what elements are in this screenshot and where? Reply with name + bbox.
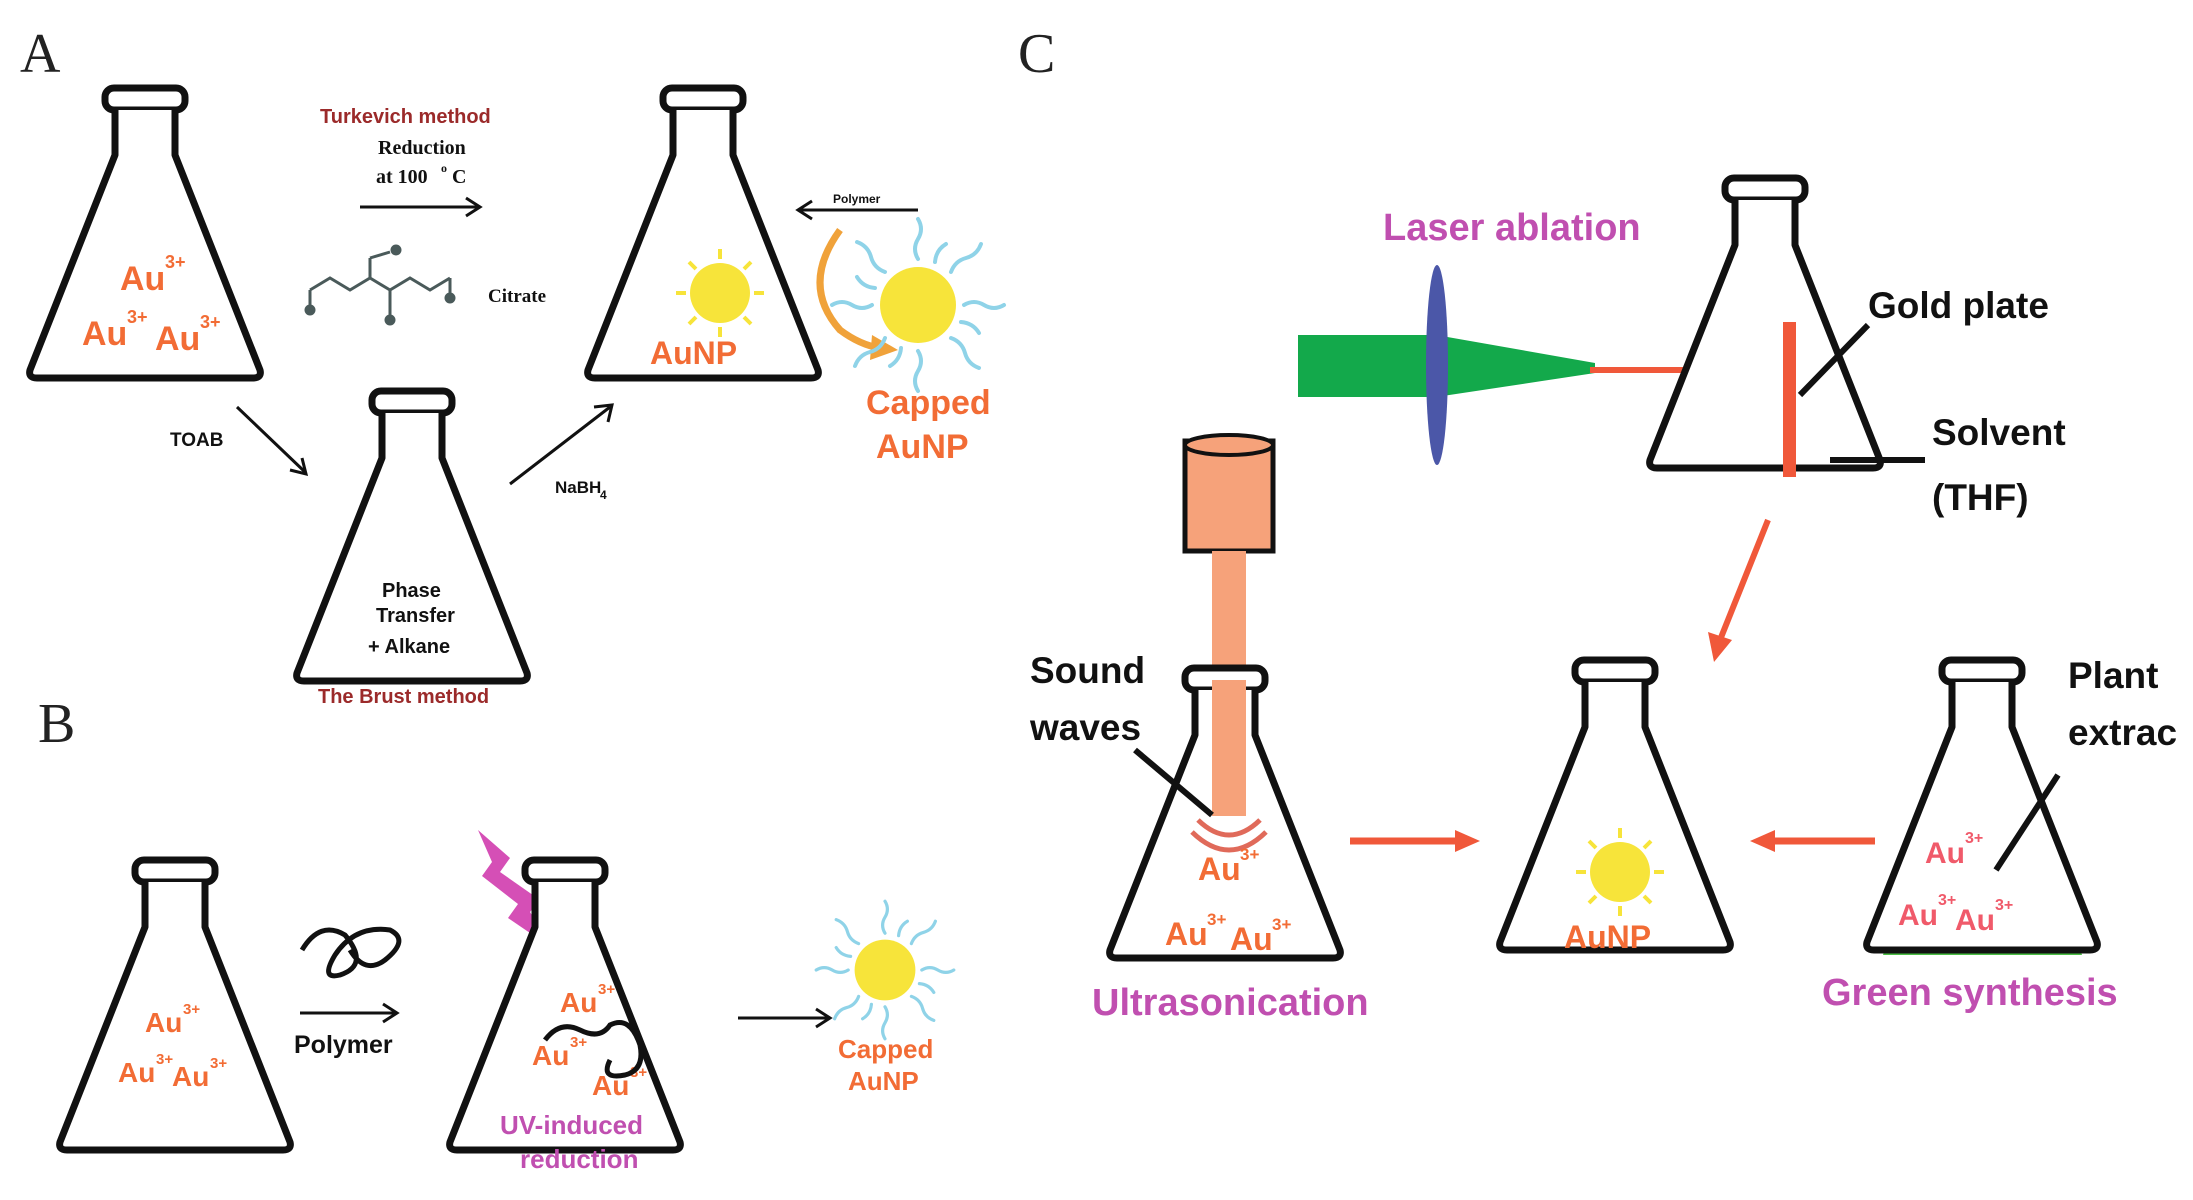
polymer-arrow: [795, 199, 918, 221]
capped-label-b-line2: AuNP: [848, 1066, 919, 1096]
polymer-chain-in-flask-icon: [543, 1020, 644, 1079]
flask-laser-ablation: [1650, 178, 1881, 468]
au-ion: Au: [560, 987, 597, 1018]
panel-c: Laser ablation Gold plate Solvent (THF) …: [1029, 178, 2177, 1024]
polymer-arrow-b: [300, 1002, 400, 1024]
au-ion: Au: [1198, 851, 1241, 887]
aunp-label-c: AuNP: [1564, 919, 1651, 955]
toab-arrow: [235, 405, 309, 477]
capped-nanoparticle-icon-b: [814, 899, 956, 1041]
panel-a: Au 3+ Au 3+ Au 3+ Turkevich method Reduc…: [30, 88, 1006, 708]
brust-method-label: The Brust method: [318, 686, 489, 708]
au-ion: Au: [1230, 921, 1273, 957]
au-ion: Au: [1955, 904, 1995, 937]
gold-plate: [1783, 322, 1796, 477]
capped-nanoparticle-icon: [830, 217, 1006, 393]
citrate-label: Citrate: [488, 286, 546, 307]
arrow-laser-to-aunp: [1708, 518, 1771, 662]
au-charge: 3+: [156, 1051, 173, 1068]
focusing-lens: [1426, 265, 1448, 465]
au-ion: Au: [155, 320, 200, 358]
sound-label: Sound: [1030, 650, 1145, 691]
au-charge: 3+: [1240, 845, 1259, 864]
au-ion: Au: [82, 315, 127, 353]
au-charge: 3+: [127, 307, 148, 327]
au-charge: 3+: [1207, 910, 1226, 929]
toab-label: TOAB: [170, 430, 223, 451]
laser-ablation-label: Laser ablation: [1383, 207, 1641, 249]
extract-label: extrac: [2068, 712, 2177, 753]
capped-label-line2: AuNP: [876, 428, 969, 466]
phase-label: Phase: [382, 580, 441, 602]
transducer-head: [1182, 438, 1276, 554]
green-synthesis-label: Green synthesis: [1822, 972, 2118, 1014]
reduction-label: Reduction: [378, 137, 466, 159]
au-charge: 3+: [1272, 915, 1291, 934]
svg-text:at 100: at 100: [376, 166, 428, 188]
polymer-chain-icon: [299, 926, 402, 979]
turkevich-label: Turkevich method: [320, 106, 491, 128]
svg-text:4: 4: [600, 488, 607, 502]
au-charge: 3+: [1938, 892, 1956, 909]
aunp-label: AuNP: [650, 335, 737, 371]
au-ion: Au: [172, 1061, 209, 1092]
waves-label: waves: [1029, 707, 1141, 748]
plant-extract-pointer: [1993, 773, 2061, 872]
au-charge: 3+: [570, 1034, 587, 1051]
au-ion: Au: [1165, 916, 1208, 952]
nabh4-arrow: [509, 403, 614, 486]
au-charge: 3+: [598, 981, 615, 998]
au-charge: 3+: [200, 312, 221, 332]
gold-plate-pointer: [1797, 322, 1871, 398]
au-ion: Au: [1898, 899, 1938, 932]
au-ion: Au: [120, 260, 165, 298]
sound-waves-icon: [1190, 818, 1268, 853]
plant-label: Plant: [2068, 655, 2158, 696]
arrow-green-to-aunp: [1750, 830, 1875, 852]
polymer-label-b: Polymer: [294, 1031, 393, 1059]
polymer-small-label: Polymer: [833, 192, 881, 206]
svg-text:NaBH: NaBH: [555, 478, 601, 497]
au-ion: Au: [118, 1057, 155, 1088]
citrate-structure-icon: [304, 244, 456, 326]
transfer-label: Transfer: [376, 605, 455, 627]
uv-label-line1: UV-induced: [500, 1110, 643, 1140]
temperature-label: at 100 o C: [376, 161, 466, 188]
ultrasonication-label: Ultrasonication: [1092, 982, 1369, 1024]
panel-b-label: B: [38, 693, 75, 755]
au-charge: 3+: [1995, 897, 2013, 914]
capped-label-b-line1: Capped: [838, 1034, 933, 1064]
arrow-sonication-to-aunp: [1350, 830, 1480, 852]
solvent-label: Solvent: [1932, 412, 2066, 453]
flask-au-ions-b: [60, 860, 291, 1150]
au-charge: 3+: [210, 1055, 227, 1072]
uv-label-line2: reduction: [520, 1144, 638, 1174]
capping-curved-arrow: [816, 227, 898, 360]
flask-au-ions: [30, 88, 261, 378]
turkevich-arrow: [360, 196, 483, 218]
au-ion: Au: [532, 1040, 569, 1071]
flask-aunp-center: [1500, 660, 1731, 950]
capped-label-line1: Capped: [866, 384, 991, 422]
svg-text:o: o: [441, 161, 447, 175]
au-ion: Au: [1925, 837, 1965, 870]
au-charge: 3+: [165, 252, 186, 272]
thf-label: (THF): [1932, 477, 2029, 518]
capping-arrow-b: [738, 1007, 833, 1029]
au-ion: Au: [145, 1007, 182, 1038]
au-charge: 3+: [1965, 830, 1983, 847]
panel-c-label: C: [1018, 23, 1055, 85]
panel-b: Au 3+ Au 3+ Au 3+ Polymer Au 3+ Au 3+ Au…: [60, 830, 956, 1174]
svg-text:C: C: [452, 166, 466, 188]
panel-a-label: A: [20, 23, 61, 85]
sound-waves-pointer: [1133, 747, 1214, 818]
au-charge: 3+: [183, 1001, 200, 1018]
gold-plate-label: Gold plate: [1868, 285, 2049, 326]
alkane-label: + Alkane: [368, 636, 450, 658]
nabh4-label: NaBH 4: [555, 478, 607, 502]
